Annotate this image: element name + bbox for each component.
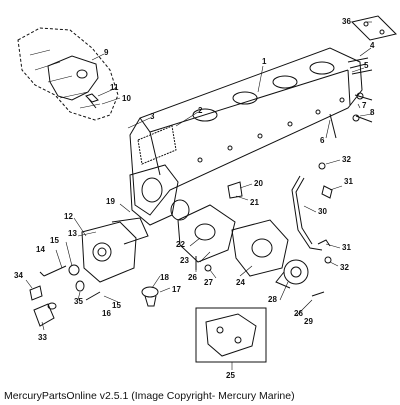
washer-27 [204,264,212,272]
hose-30 [291,175,323,251]
bolt-10 [85,93,99,109]
image-caption: MercuryPartsOnline v2.5.1 (Image Copyrig… [4,390,295,402]
callout-26b: 26 [294,309,303,318]
plug-17 [141,286,159,307]
callout-13: 13 [68,229,77,238]
exhaust-elbow [177,204,236,263]
callout-2: 2 [198,106,203,115]
thermostat-housing [81,217,149,283]
plug-34 [29,285,43,301]
screw-31 [321,185,333,199]
callout-9: 9 [104,48,109,57]
studs [329,57,373,139]
callout-11: 11 [110,83,119,92]
callout-22: 22 [176,240,185,249]
nut-32b [324,256,332,264]
exhaust-manifold [129,47,363,226]
callout-29: 29 [304,317,313,326]
bolt-14 [39,265,67,277]
exhaust-riser [231,219,289,277]
pump-28 [275,259,309,289]
callout-27: 27 [204,278,213,287]
callout-21: 21 [250,198,259,207]
callout-16: 16 [102,309,111,318]
callout-31a: 31 [344,177,353,186]
detail-inset [195,307,267,363]
nut-32 [318,162,326,170]
callout-32b: 32 [340,263,349,272]
callout-32a: 32 [342,155,351,164]
callout-28: 28 [268,295,277,304]
callout-15b: 15 [112,301,121,310]
callout-24: 24 [236,278,245,287]
callout-12: 12 [64,212,73,221]
callout-18: 18 [160,273,169,282]
callout-4: 4 [370,41,375,50]
gasket-3 [137,125,177,165]
callout-25: 25 [226,371,235,380]
callout-14: 14 [36,245,45,254]
callout-20: 20 [254,179,263,188]
leader-lines [25,21,373,370]
bolt-29 [311,291,325,297]
callout-26a: 26 [188,273,197,282]
callout-1: 1 [262,57,267,66]
callout-17: 17 [172,285,181,294]
callout-23: 23 [180,256,189,265]
sensor-33 [33,302,57,327]
washer-35 [75,280,85,292]
callout-34: 34 [14,271,23,280]
callout-8: 8 [370,108,375,117]
callout-19: 19 [106,197,115,206]
callout-7: 7 [362,101,367,110]
callout-6: 6 [320,136,325,145]
fitting-20 [227,181,243,199]
engine-block [17,27,119,121]
callout-labels: 1 2 3 4 5 6 7 8 9 10 11 12 13 14 15 15 1… [14,17,375,380]
callout-10: 10 [122,94,131,103]
exploded-parts-diagram: 1 2 3 4 5 6 7 8 9 10 11 12 13 14 15 15 1… [14,15,397,380]
gasket-36 [351,15,397,41]
bolt-16 [85,291,101,301]
screw-31b [317,239,331,247]
callout-33: 33 [38,333,47,342]
mounting-bracket [47,55,99,101]
callout-35: 35 [74,297,83,306]
callout-30: 30 [318,207,327,216]
washer-15 [68,264,80,276]
callout-31b: 31 [342,243,351,252]
callout-5: 5 [364,61,369,70]
callout-3: 3 [150,112,155,121]
callout-15a: 15 [50,236,59,245]
callout-36: 36 [342,17,351,26]
